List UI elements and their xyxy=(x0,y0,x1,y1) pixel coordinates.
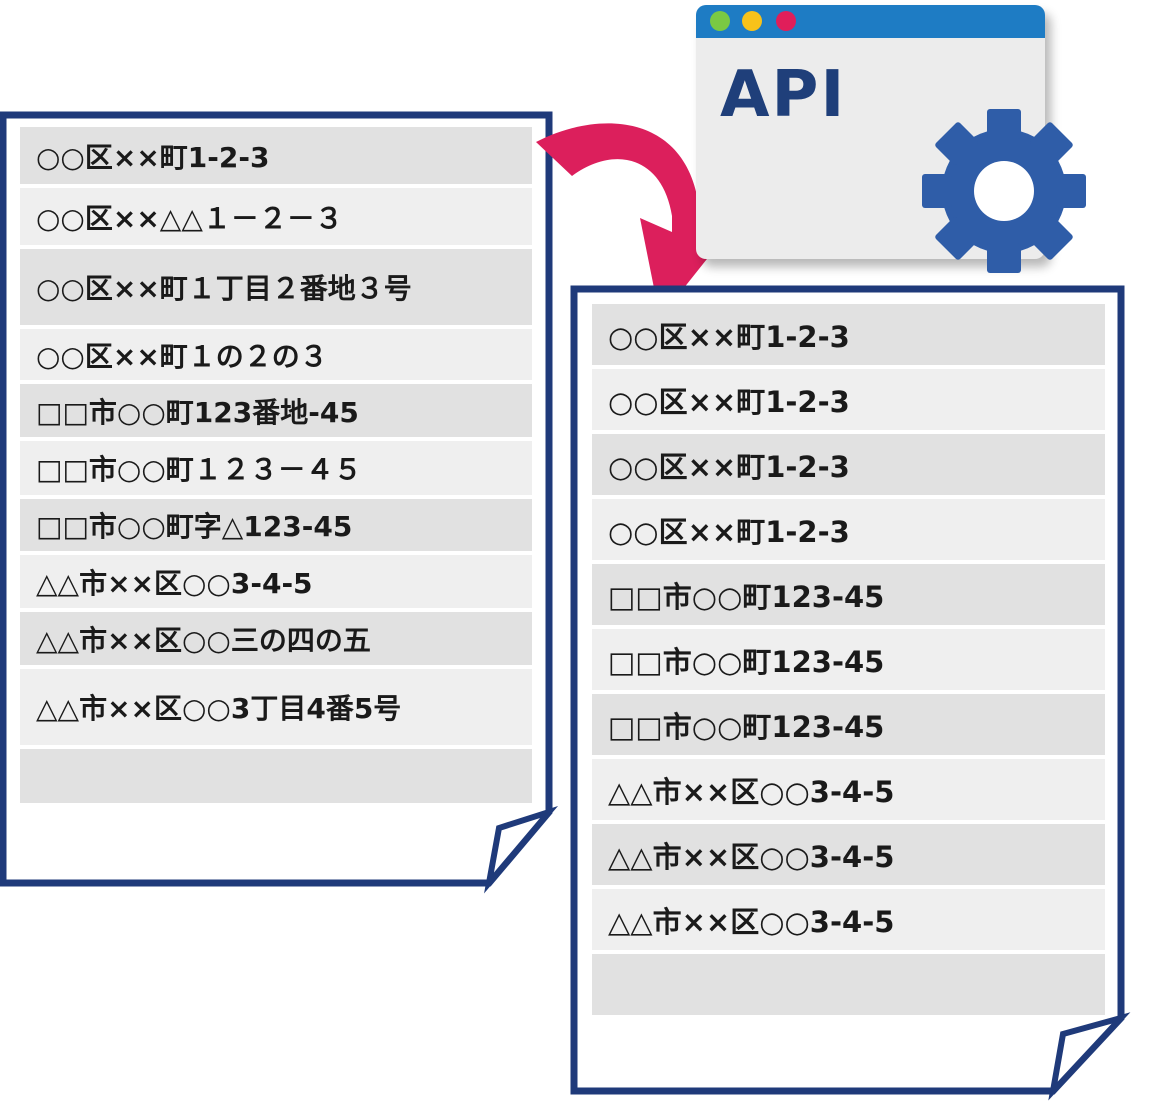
api-window: API xyxy=(696,5,1086,273)
address-row: △△市××区○○3丁目4番5号 xyxy=(20,669,532,745)
address-row: ○○区××町１の２の３ xyxy=(20,329,532,380)
address-row: ○○区××町１丁目２番地３号 xyxy=(20,249,532,325)
address-row: □□市○○町123-45 xyxy=(592,629,1105,690)
address-row: ○○区××町1-2-3 xyxy=(592,499,1105,560)
address-row: ○○区××町1-2-3 xyxy=(20,127,532,184)
address-row: ○○区××町1-2-3 xyxy=(592,304,1105,365)
address-row: △△市××区○○3-4-5 xyxy=(592,889,1105,950)
address-row: △△市××区○○三の四の五 xyxy=(20,612,532,665)
input-document: ○○区××町1-2-3○○区××△△１－２－３○○区××町１丁目２番地３号○○区… xyxy=(0,111,562,894)
empty-row xyxy=(592,954,1105,1015)
green-dot xyxy=(710,11,730,31)
gear-icon xyxy=(922,109,1086,273)
output-address-list: ○○区××町1-2-3○○区××町1-2-3○○区××町1-2-3○○区××町1… xyxy=(592,304,1105,1019)
output-document: ○○区××町1-2-3○○区××町1-2-3○○区××町1-2-3○○区××町1… xyxy=(570,285,1137,1101)
address-row: ○○区××△△１－２－３ xyxy=(20,188,532,245)
page-curl-icon xyxy=(484,805,559,894)
api-title: API xyxy=(720,58,847,132)
address-row: □□市○○町１２３－４５ xyxy=(20,441,532,495)
page-curl-icon xyxy=(1048,1012,1131,1101)
address-row: □□市○○町123-45 xyxy=(592,694,1105,755)
address-row: ○○区××町1-2-3 xyxy=(592,434,1105,495)
input-address-list: ○○区××町1-2-3○○区××△△１－２－３○○区××町１丁目２番地３号○○区… xyxy=(20,127,532,807)
address-row: △△市××区○○3-4-5 xyxy=(592,759,1105,820)
empty-row xyxy=(20,749,532,803)
red-dot xyxy=(776,11,796,31)
address-row: △△市××区○○3-4-5 xyxy=(20,555,532,608)
curved-arrow-icon xyxy=(536,123,730,319)
address-row: □□市○○町123-45 xyxy=(592,564,1105,625)
address-row: ○○区××町1-2-3 xyxy=(592,369,1105,430)
address-row: △△市××区○○3-4-5 xyxy=(592,824,1105,885)
api-window-titlebar xyxy=(696,5,1045,38)
address-row: □□市○○町字△123-45 xyxy=(20,499,532,551)
address-row: □□市○○町123番地-45 xyxy=(20,384,532,437)
yellow-dot xyxy=(742,11,762,31)
